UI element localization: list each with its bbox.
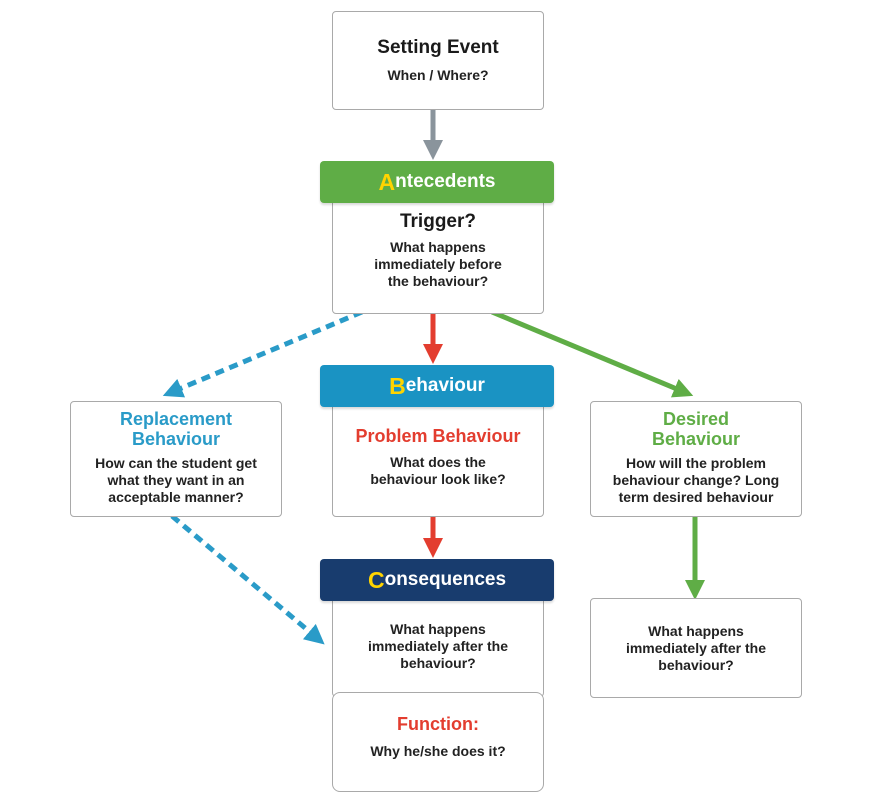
- function-box: Function: Why he/she does it?: [332, 692, 544, 792]
- behaviour-header-rest: ehaviour: [405, 375, 485, 396]
- desired-result-box: What happens immediately after the behav…: [590, 598, 802, 698]
- consequences-header-rest: onsequences: [384, 569, 507, 590]
- antecedents-text: What happens immediately before the beha…: [374, 239, 502, 289]
- antecedents-box: Trigger? What happens immediately before…: [332, 196, 544, 314]
- consequences-box: What happens immediately after the behav…: [332, 594, 544, 697]
- replacement-behaviour-box: Replacement Behaviour How can the studen…: [70, 401, 282, 517]
- setting-event-subtitle: When / Where?: [387, 67, 489, 83]
- arrow-replacement-to-consequences: [170, 514, 325, 645]
- problem-behaviour-title: Problem Behaviour: [355, 426, 521, 446]
- function-text: Why he/she does it?: [370, 743, 506, 759]
- antecedents-title: Trigger?: [399, 211, 476, 232]
- setting-event-title: Setting Event: [377, 37, 499, 58]
- desired-behaviour-box: Desired Behaviour How will the problem b…: [590, 401, 802, 517]
- desired-result-text: What happens immediately after the behav…: [625, 622, 767, 673]
- consequences-header-lead: C: [367, 566, 385, 593]
- desired-behaviour-text: How will the problem behaviour change? L…: [612, 455, 780, 505]
- behaviour-text: What does the behaviour look like?: [370, 454, 506, 487]
- arrow-antecedents-to-replacement: [162, 309, 363, 398]
- desired-behaviour-title: Desired Behaviour: [651, 409, 741, 449]
- behaviour-box: Problem Behaviour What does the behaviou…: [332, 400, 544, 517]
- replacement-behaviour-text: How can the student get what they want i…: [95, 455, 257, 505]
- setting-event-box: Setting Event When / Where?: [332, 11, 544, 110]
- antecedents-header-lead: A: [378, 168, 396, 195]
- function-title: Function:: [397, 714, 479, 734]
- consequences-text: What happens immediately after the behav…: [367, 621, 509, 671]
- replacement-behaviour-title: Replacement Behaviour: [119, 409, 233, 449]
- arrow-antecedents-to-desired: [491, 309, 694, 398]
- behaviour-header-lead: B: [389, 372, 406, 399]
- antecedents-header-rest: ntecedents: [395, 171, 496, 192]
